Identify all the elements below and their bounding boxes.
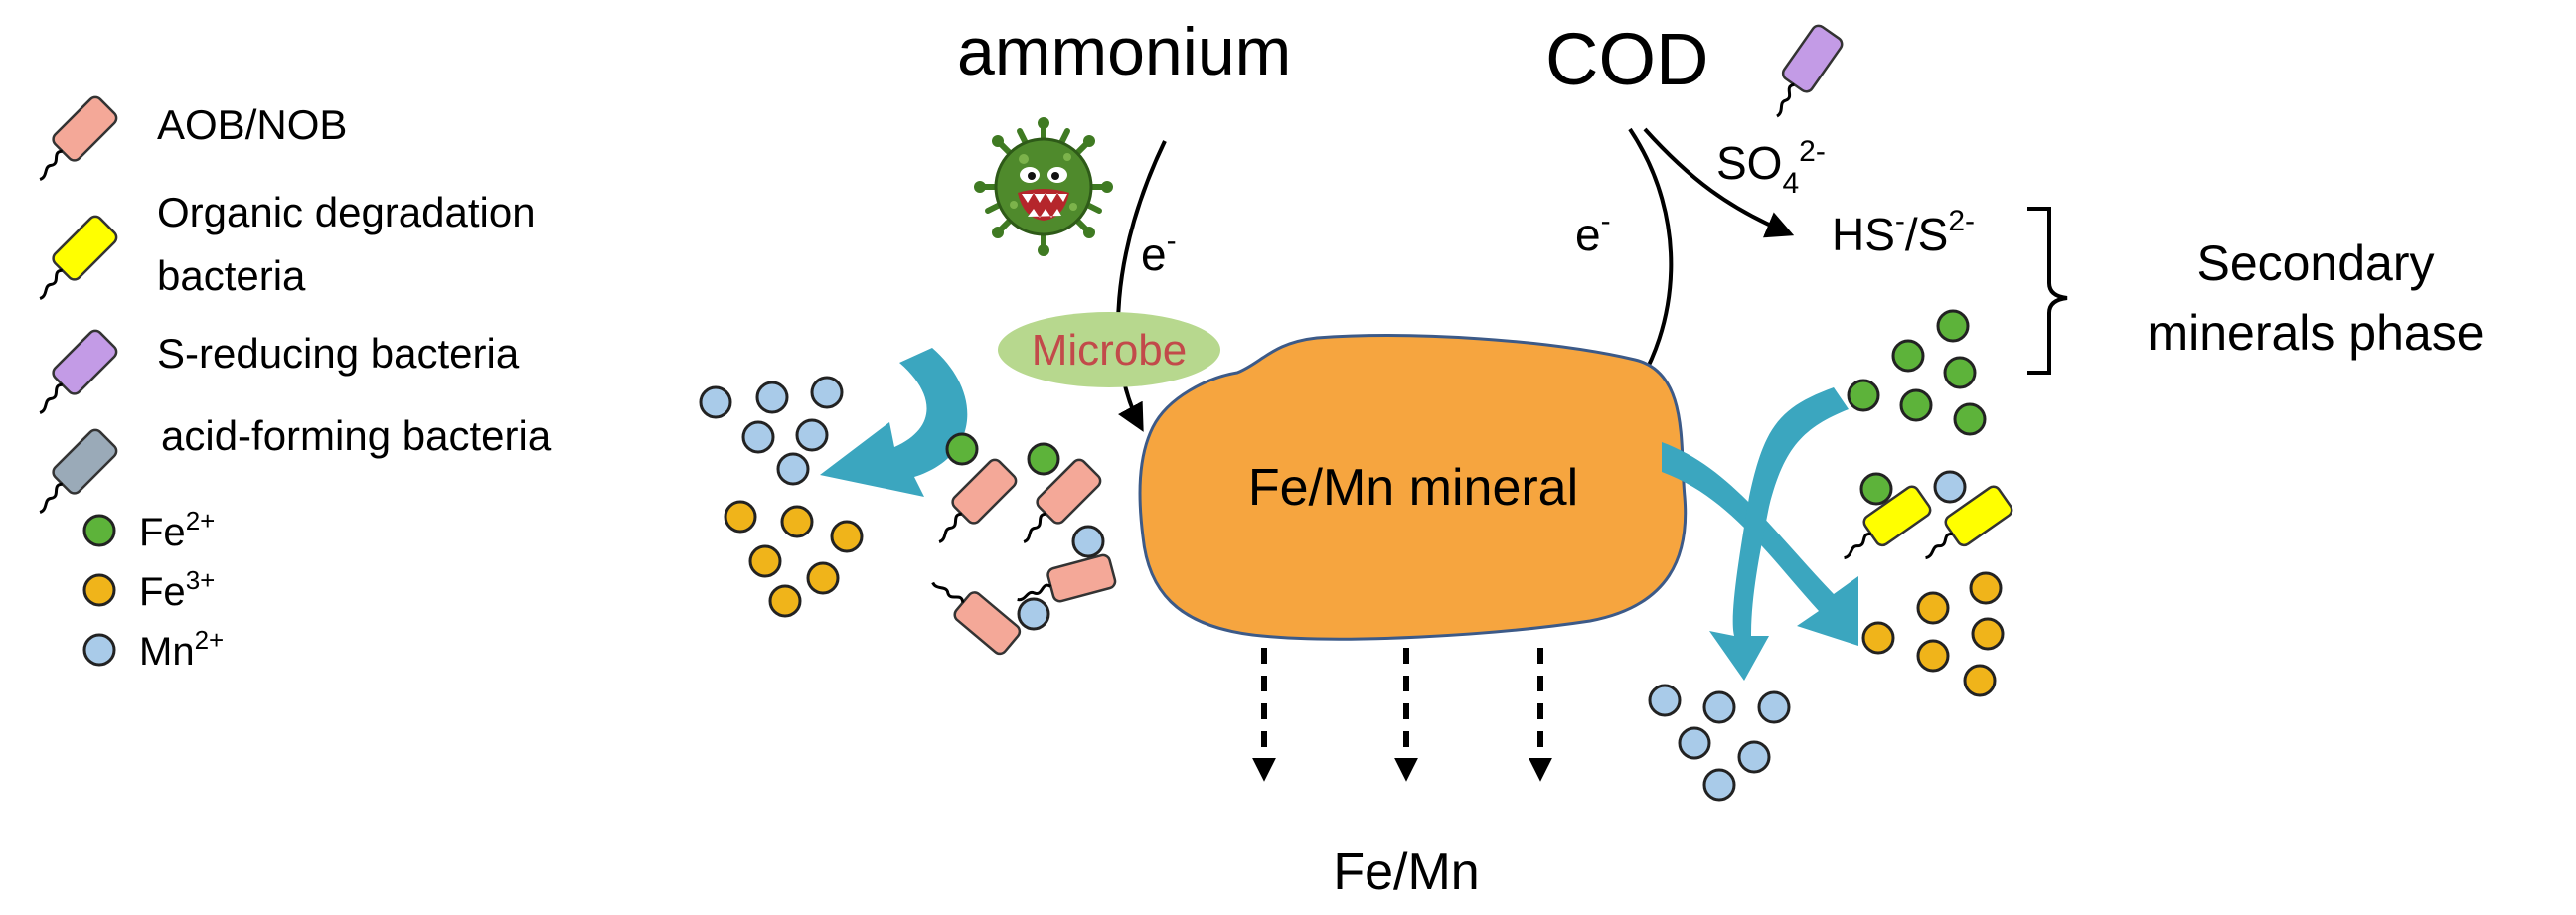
legend-item-fe2: Fe2+ [82, 506, 215, 554]
legend-item-mn2: Mn2+ [82, 625, 224, 674]
legend-label-fe2: Fe2+ [139, 506, 215, 554]
mn2-ion [1933, 470, 1967, 504]
acid-forming-bacterium-icon [52, 428, 118, 495]
right-mn-cluster [1648, 684, 1791, 802]
fe3-ion-icon [82, 573, 116, 607]
aob-bacterium-4 [931, 581, 1022, 656]
legend-item-s-reducing: S-reducing bacteria [39, 329, 520, 414]
s-reducing-bacterium-icon [52, 329, 118, 395]
legend-label-s-reducing: S-reducing bacteria [157, 330, 520, 377]
fe-mn-mineral [1138, 334, 1688, 641]
mn2-ion [1071, 525, 1105, 558]
legend-label-organic-degradation: Organic degradation [157, 189, 536, 235]
cod-electron-label: e- [1575, 205, 1611, 260]
right-fe3-cluster [1861, 571, 2005, 697]
sulfate-label: SO42- [1716, 135, 1826, 200]
legend-label-fe3: Fe3+ [139, 565, 215, 614]
organic-degradation-bacterium-icon [52, 215, 118, 281]
microbe-label: Microbe [1032, 326, 1188, 375]
right-teal-arrow-2 [1709, 387, 1849, 681]
aob-nob-bacterium-icon [52, 95, 118, 162]
release-arrows [1252, 648, 1552, 782]
legend-label-acid-forming: acid-forming bacteria [161, 412, 552, 459]
secondary-minerals-label-line2: minerals phase [2147, 305, 2484, 361]
aob-bacterium-3 [1017, 553, 1117, 603]
sulfide-label: HS-/S2- [1832, 205, 1975, 260]
legend: AOB/NOB Organic degradation bacteria S-r… [39, 95, 552, 674]
right-fe2-cluster [1847, 309, 1987, 436]
secondary-minerals-label-line1: Secondary [2196, 235, 2434, 291]
legend-label-mn2: Mn2+ [139, 625, 224, 674]
bottom-fe-mn-label: Fe/Mn [1333, 843, 1479, 901]
fe2-ion-icon [82, 514, 116, 547]
secondary-minerals-brace [2027, 207, 2068, 375]
legend-item-fe3: Fe3+ [82, 565, 215, 614]
cod-label: COD [1545, 18, 1708, 100]
legend-label-organic-degradation-line2: bacteria [157, 252, 306, 299]
cod-electron-arrow [1626, 127, 1674, 402]
cod-sulfide-arrow [1643, 127, 1795, 238]
legend-item-organic-degradation: Organic degradation bacteria [39, 189, 536, 300]
organic-bacterium-2 [1925, 485, 2013, 560]
legend-label-aob-nob: AOB/NOB [157, 101, 347, 148]
ammonium-electron-label: e- [1141, 225, 1177, 280]
ammonium-label: ammonium [957, 14, 1291, 89]
aob-bacterium-2 [1023, 458, 1102, 543]
mn2-ion [1017, 597, 1050, 631]
left-fe3-cluster [724, 500, 864, 618]
mineral-label: Fe/Mn mineral [1248, 459, 1578, 517]
left-teal-arrow [820, 348, 968, 497]
legend-item-aob-nob: AOB/NOB [39, 95, 347, 181]
fe2-ion [945, 432, 979, 466]
fe2-ion [1027, 442, 1060, 476]
legend-item-acid-forming: acid-forming bacteria [39, 412, 552, 514]
organic-bacterium-1 [1844, 485, 1932, 560]
left-mn-cluster [699, 376, 844, 486]
aob-bacterium-1 [938, 458, 1018, 543]
fe2-ion [1859, 472, 1893, 506]
mn2-ion-icon [82, 633, 116, 667]
ammonium-electron-arrow [1116, 140, 1167, 432]
s-reducing-bacterium-top [1776, 24, 1844, 118]
virus-microbe-icon [974, 117, 1113, 256]
microbe-ellipse [998, 312, 1220, 387]
